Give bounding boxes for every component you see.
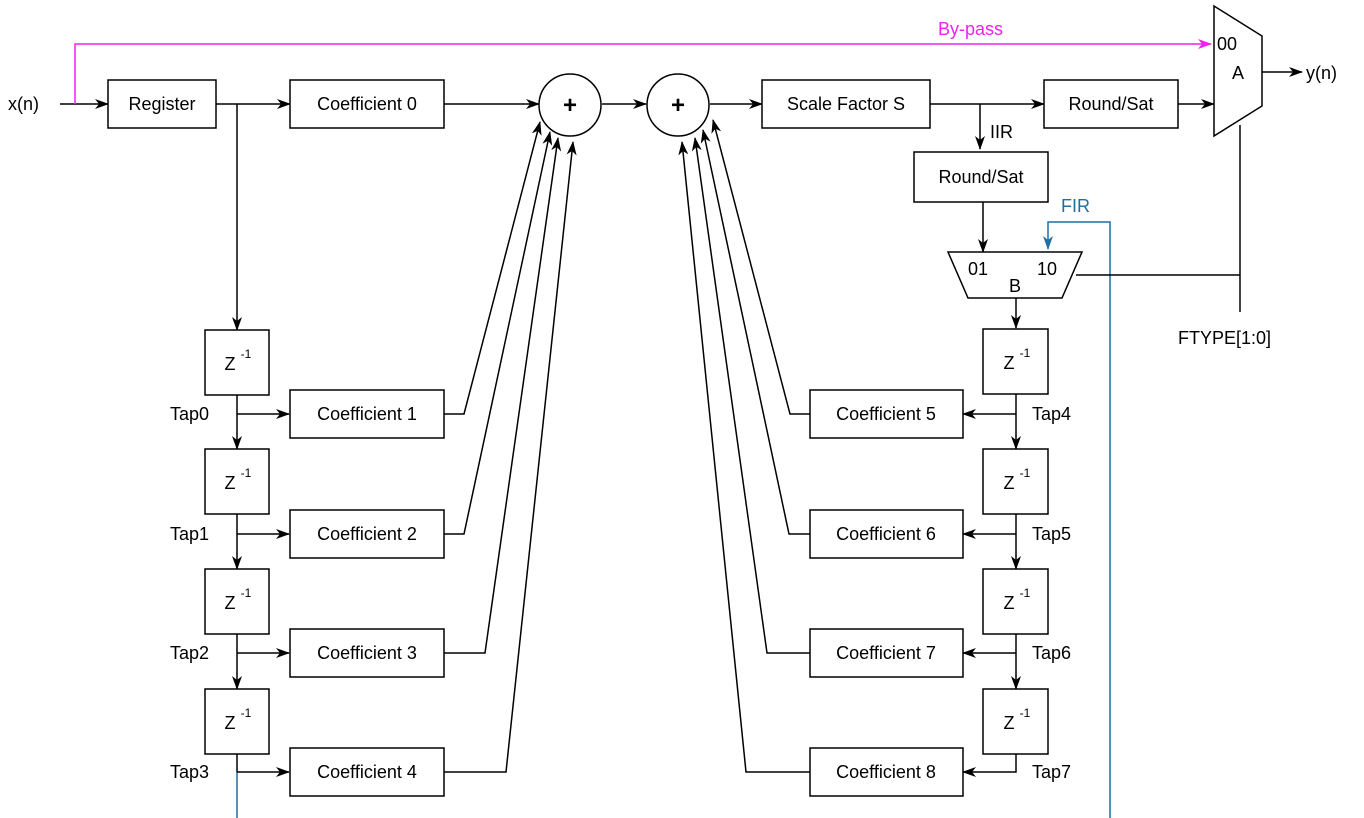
output-label: y(n) [1306, 63, 1337, 83]
coefficient-4-block: Coefficient 4 [289, 747, 445, 797]
svg-text:A: A [1232, 63, 1244, 83]
round-sat-output-block: Round/Sat [1043, 79, 1179, 129]
svg-text:Z: Z [1004, 593, 1015, 613]
svg-text:Round/Sat: Round/Sat [938, 167, 1023, 187]
svg-text:Z: Z [225, 713, 236, 733]
svg-text:Coefficient 4: Coefficient 4 [317, 762, 417, 782]
tap3-label: Tap3 [170, 762, 209, 782]
mux-b: 01 10 B [946, 251, 1084, 299]
tap7-label: Tap7 [1032, 762, 1071, 782]
tap1-label: Tap1 [170, 524, 209, 544]
bypass-label: By-pass [938, 19, 1003, 39]
svg-text:Z: Z [1004, 353, 1015, 373]
delay-left-2: Z -1 [204, 568, 270, 635]
svg-text:-1: -1 [241, 466, 252, 480]
coefficient-3-block: Coefficient 3 [289, 628, 445, 678]
coefficient-0-block: Coefficient 0 [289, 79, 445, 129]
scale-factor-block: Scale Factor S [761, 79, 931, 129]
coefficient-8-block: Coefficient 8 [809, 747, 964, 797]
svg-text:Coefficient 1: Coefficient 1 [317, 404, 417, 424]
svg-text:Coefficient 3: Coefficient 3 [317, 643, 417, 663]
svg-text:Coefficient 5: Coefficient 5 [836, 404, 936, 424]
svg-text:Z: Z [1004, 713, 1015, 733]
input-label: x(n) [8, 94, 39, 114]
delay-right-1: Z -1 [982, 448, 1049, 515]
svg-text:+: + [671, 92, 685, 119]
delay-right-3: Z -1 [982, 688, 1049, 755]
iir-label: IIR [990, 122, 1013, 142]
svg-text:-1: -1 [241, 706, 252, 720]
delay-right-2: Z -1 [982, 568, 1049, 635]
svg-text:-1: -1 [241, 586, 252, 600]
tap5-label: Tap5 [1032, 524, 1071, 544]
svg-text:+: + [563, 92, 577, 119]
bypass-wire [74, 39, 1212, 104]
svg-text:-1: -1 [241, 347, 252, 361]
coefficient-7-block: Coefficient 7 [809, 628, 964, 678]
svg-text:Round/Sat: Round/Sat [1068, 94, 1153, 114]
fir-label: FIR [1061, 196, 1090, 216]
adder-1: + [538, 73, 602, 137]
svg-text:Scale Factor S: Scale Factor S [787, 94, 905, 114]
coefficient-2-block: Coefficient 2 [289, 509, 445, 559]
tap0-label: Tap0 [170, 404, 209, 424]
svg-text:Coefficient 0: Coefficient 0 [317, 94, 417, 114]
svg-text:Register: Register [128, 94, 195, 114]
adder-2: + [646, 73, 710, 137]
svg-text:10: 10 [1037, 259, 1057, 279]
fir-return-wire [1043, 221, 1111, 818]
svg-text:01: 01 [968, 259, 988, 279]
right-delay-wires [962, 394, 1021, 777]
svg-text:Coefficient 8: Coefficient 8 [836, 762, 936, 782]
left-delay-wires [232, 395, 290, 777]
svg-text:-1: -1 [1020, 706, 1031, 720]
svg-text:-1: -1 [1020, 346, 1031, 360]
register-block: Register [107, 79, 217, 129]
wires [60, 39, 1303, 818]
svg-text:Coefficient 6: Coefficient 6 [836, 524, 936, 544]
svg-text:Z: Z [1004, 473, 1015, 493]
coefficient-1-block: Coefficient 1 [289, 389, 445, 439]
delay-left-1: Z -1 [204, 448, 270, 515]
delay-right-0: Z -1 [982, 328, 1049, 395]
left-coef-to-adder-wires [444, 121, 577, 773]
svg-text:Coefficient 7: Coefficient 7 [836, 643, 936, 663]
svg-text:-1: -1 [1020, 586, 1031, 600]
svg-text:Z: Z [225, 354, 236, 374]
tap6-label: Tap6 [1032, 643, 1071, 663]
tap4-label: Tap4 [1032, 404, 1071, 424]
mux-a: 00 A [1213, 4, 1263, 138]
coefficient-6-block: Coefficient 6 [809, 509, 964, 559]
svg-text:B: B [1009, 276, 1021, 296]
svg-text:-1: -1 [1020, 466, 1031, 480]
coefficient-5-block: Coefficient 5 [809, 389, 964, 439]
svg-text:Z: Z [225, 473, 236, 493]
round-sat-feedback-block: Round/Sat [913, 151, 1049, 203]
tap2-label: Tap2 [170, 643, 209, 663]
svg-text:Coefficient 2: Coefficient 2 [317, 524, 417, 544]
svg-text:Z: Z [225, 593, 236, 613]
svg-text:00: 00 [1217, 34, 1237, 54]
ftype-label: FTYPE[1:0] [1178, 328, 1271, 348]
delay-left-3: Z -1 [204, 688, 270, 755]
right-coef-to-adder-wires [678, 119, 810, 773]
delay-left-0: Z -1 [204, 329, 270, 396]
